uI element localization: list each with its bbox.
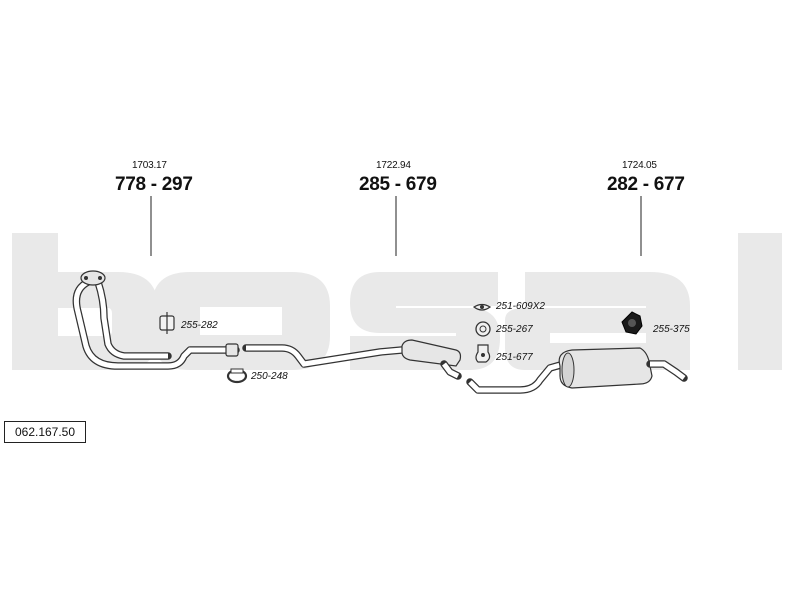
catalog-code-box: 062.167.50 bbox=[4, 421, 86, 443]
part-number-3[interactable]: 282 - 677 bbox=[607, 174, 685, 195]
clamp-icon bbox=[159, 312, 175, 334]
middle-silencer-icon bbox=[401, 339, 462, 367]
accessory-code-255-282[interactable]: 255-282 bbox=[181, 320, 218, 331]
flange-icon bbox=[80, 270, 106, 286]
accessory-code-251-609x2[interactable]: 251-609X2 bbox=[496, 301, 545, 312]
nut-icon bbox=[621, 311, 643, 335]
accessory-code-255-375[interactable]: 255-375 bbox=[653, 324, 690, 335]
rear-silencer-section bbox=[466, 347, 688, 394]
part-number-2[interactable]: 285 - 679 bbox=[359, 174, 437, 195]
middle-silencer-section bbox=[242, 339, 462, 380]
front-pipe bbox=[72, 270, 240, 370]
gasket-icon bbox=[472, 303, 492, 311]
accessory-code-251-677[interactable]: 251-677 bbox=[496, 352, 533, 363]
section-ref-3: 1724.05 bbox=[622, 160, 657, 171]
accessory-code-250-248[interactable]: 250-248 bbox=[251, 371, 288, 382]
section-ref-1: 1703.17 bbox=[132, 160, 167, 171]
hanger-icon bbox=[475, 344, 491, 363]
ring-clamp-icon bbox=[226, 368, 248, 384]
section-ref-2: 1722.94 bbox=[376, 160, 411, 171]
part-number-1[interactable]: 778 - 297 bbox=[115, 174, 193, 195]
accessory-code-255-267[interactable]: 255-267 bbox=[496, 324, 533, 335]
rubber-mount-icon bbox=[475, 321, 491, 337]
